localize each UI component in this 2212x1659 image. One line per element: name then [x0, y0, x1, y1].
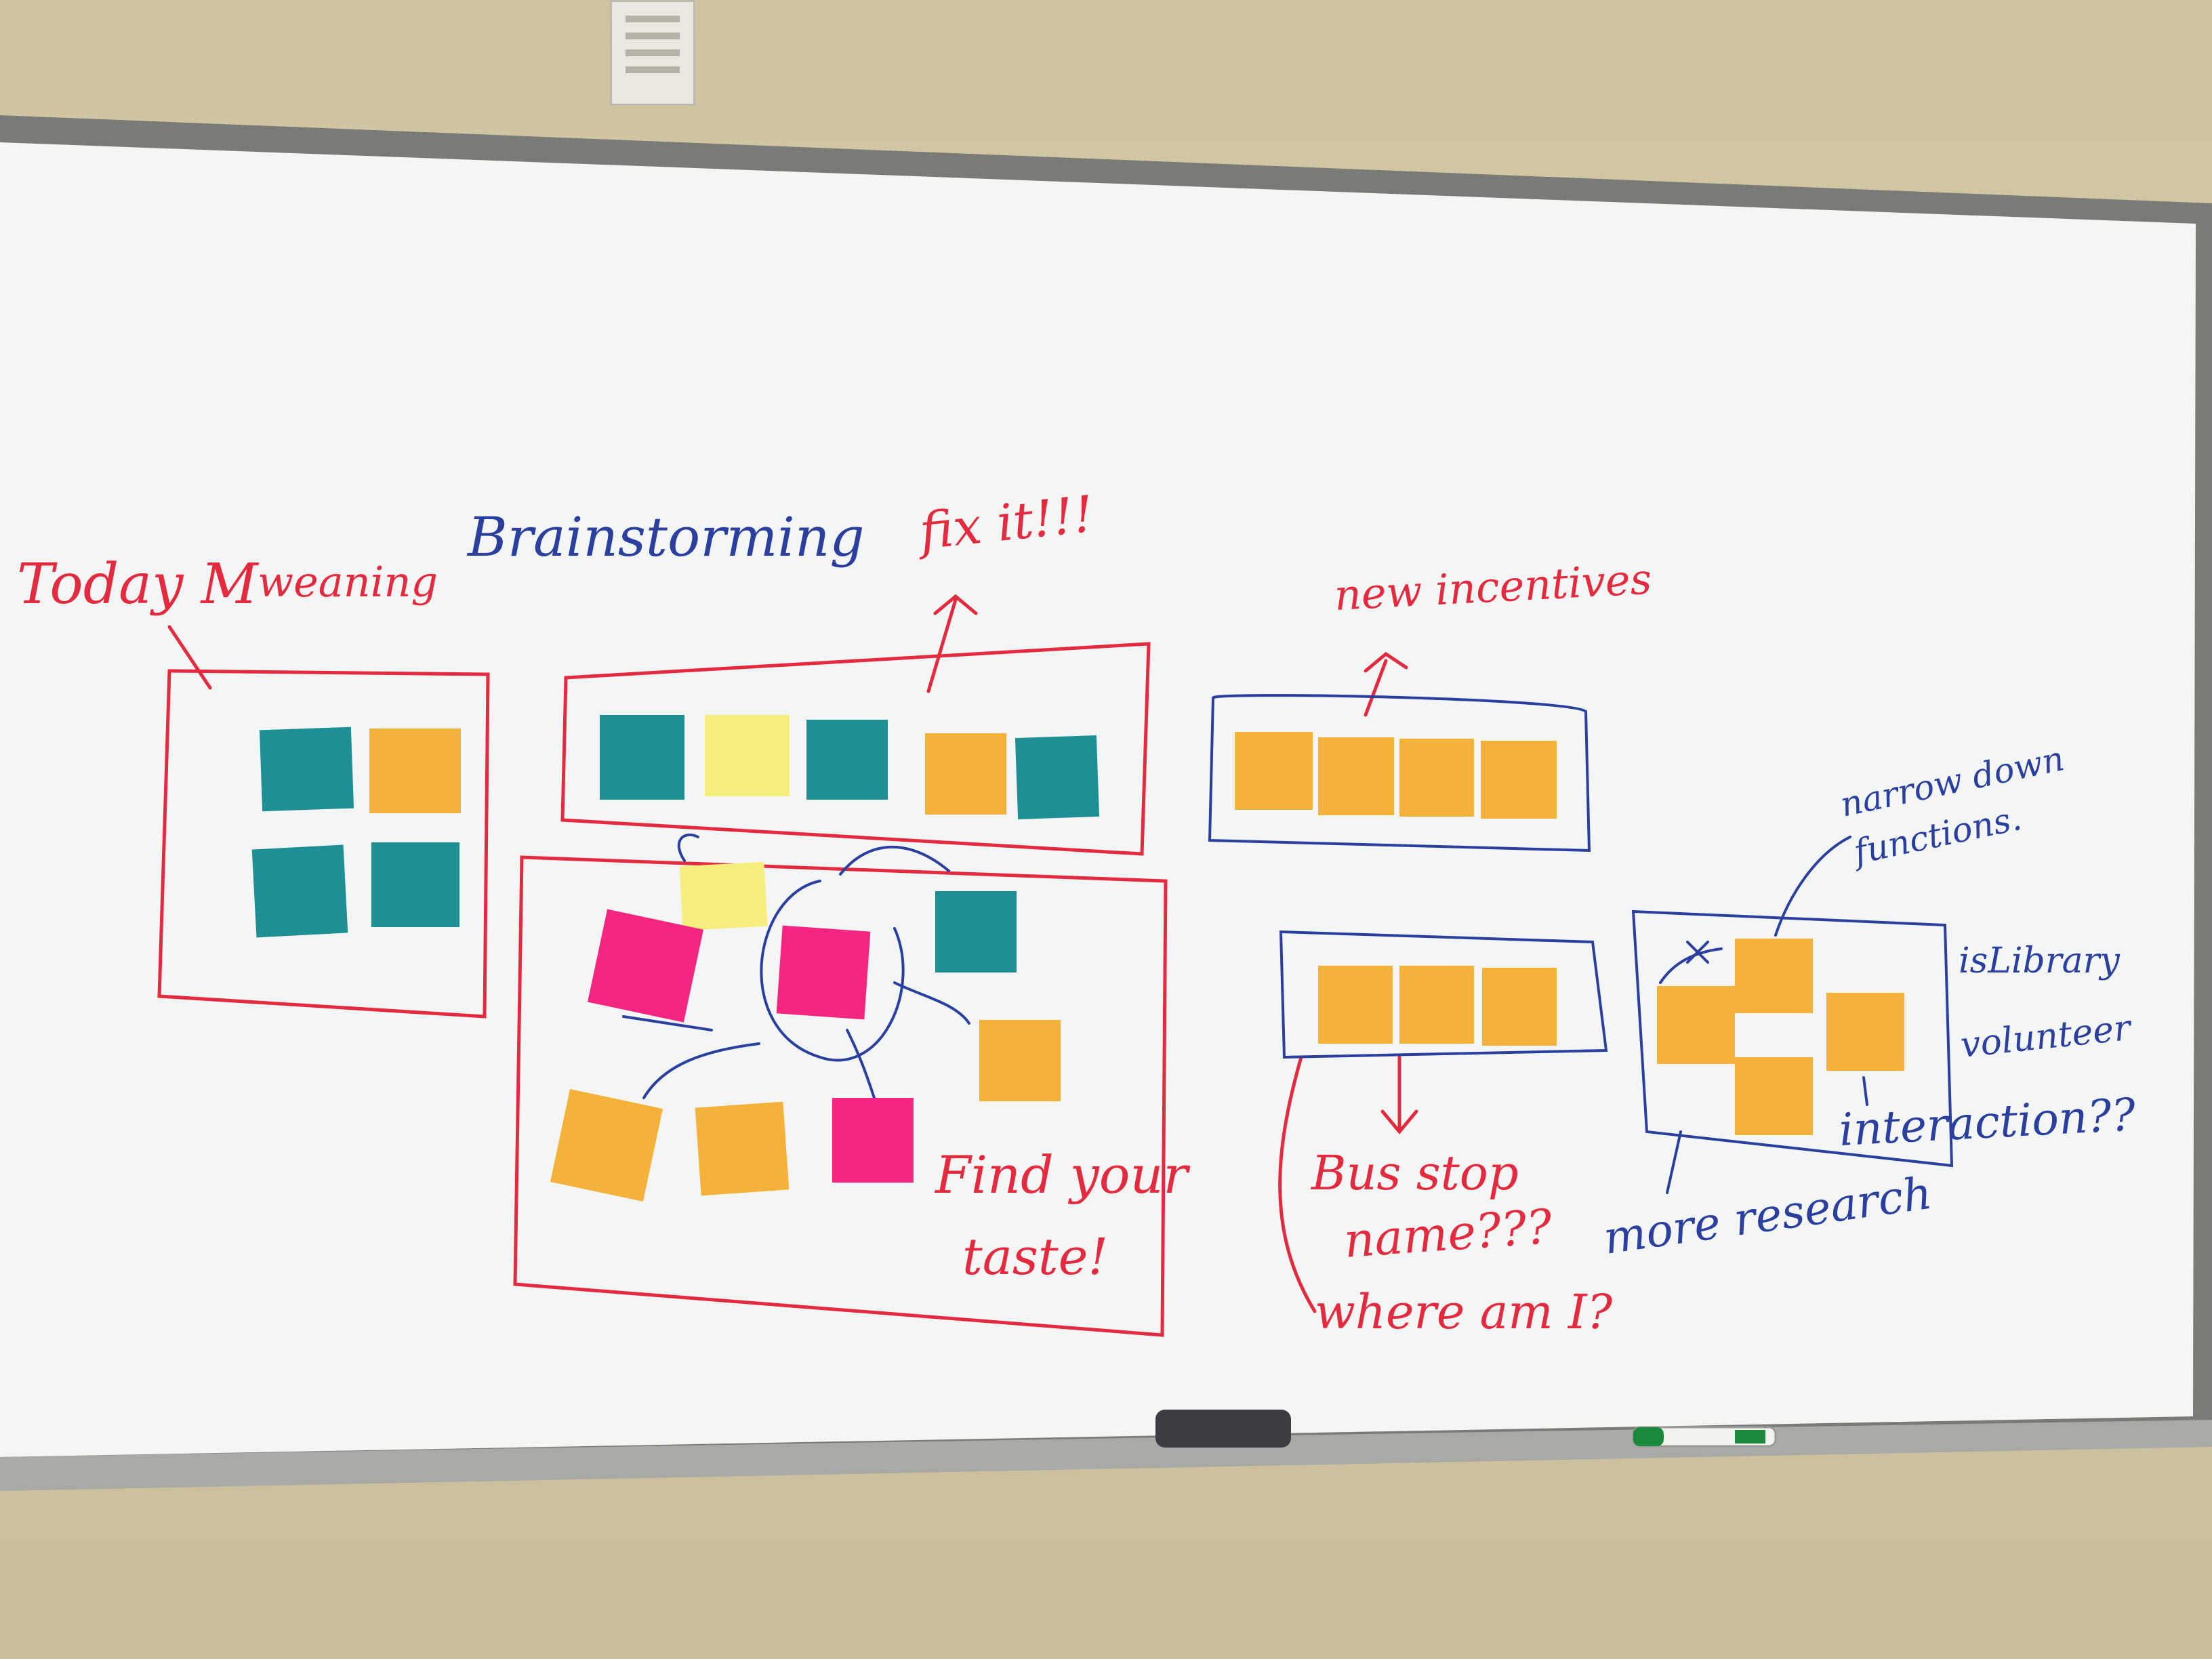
sticky-note-yellow [705, 715, 790, 796]
blue-arrow-1 [677, 833, 699, 862]
sticky-note-pink [588, 909, 703, 1023]
sticky-note-teal [251, 844, 348, 938]
blue-x-mark [1659, 941, 1723, 984]
sticky-note-orange [1481, 741, 1557, 819]
blue-box-bus [1279, 930, 1608, 1059]
sticky-note-orange [1657, 986, 1735, 1064]
red-box-brainstorming [560, 642, 1151, 856]
blue-box-research [1631, 909, 1954, 1168]
red-pointer-today [167, 625, 212, 690]
heading-today: Today M [17, 552, 259, 617]
sticky-note-orange [1399, 739, 1474, 817]
sticky-note-orange [1826, 993, 1904, 1071]
sticky-note-orange [1735, 939, 1813, 1013]
heading-brainstorming: Brainstorming [466, 506, 865, 569]
sticky-note-orange [1318, 966, 1393, 1044]
sticky-note-orange [1735, 1057, 1813, 1135]
heading-where-am-i: where am I? [1315, 1284, 1613, 1340]
heading-taste: taste! [962, 1228, 1108, 1286]
sticky-note-orange [1482, 968, 1557, 1046]
sticky-note-pink [832, 1098, 914, 1183]
sticky-note-teal [935, 891, 1017, 972]
sticky-note-teal [1015, 735, 1100, 820]
note-library: isLibrary [1959, 941, 2120, 981]
sticky-note-orange [979, 1020, 1061, 1101]
blue-line-narrow [1774, 836, 1851, 937]
blue-line-research [1666, 1130, 1682, 1194]
blue-arrow-interaction [1862, 1076, 1868, 1106]
blue-loop [760, 880, 905, 1062]
ceiling-vent [610, 0, 695, 106]
blue-box-incentives [1208, 694, 1591, 853]
sticky-note-orange [1399, 966, 1474, 1044]
red-arrow-bus [1380, 1055, 1418, 1134]
sticky-note-orange [550, 1088, 663, 1202]
heading-find-your: Find your [934, 1145, 1191, 1205]
sticky-note-teal [259, 726, 354, 812]
eraser [1155, 1410, 1291, 1448]
sticky-note-orange [369, 729, 461, 813]
blue-arrow-2 [839, 845, 950, 876]
green-marker [1632, 1426, 1777, 1448]
sticky-note-orange [695, 1101, 790, 1196]
blue-arrow-3 [893, 981, 970, 1025]
heading-weaning: weaning [258, 557, 438, 607]
blue-arrow-5 [622, 1015, 713, 1031]
sticky-note-orange [1235, 732, 1313, 810]
blue-arrow-4 [642, 1042, 760, 1099]
blue-arrow-6 [846, 1029, 876, 1099]
red-box-taste [513, 855, 1168, 1337]
red-arrow-fix [926, 594, 978, 693]
sticky-note-pink [776, 925, 871, 1020]
red-bracket-where [1278, 1055, 1317, 1313]
sticky-note-yellow [679, 861, 768, 931]
sticky-note-teal [806, 720, 888, 800]
red-arrow-incentives [1364, 651, 1408, 717]
sticky-note-teal [371, 842, 459, 927]
sticky-note-orange [925, 733, 1006, 815]
sticky-note-teal [600, 715, 684, 800]
red-box-today [157, 669, 490, 1019]
sticky-note-orange [1318, 737, 1394, 815]
heading-bus-stop: Bus stop [1310, 1145, 1519, 1201]
